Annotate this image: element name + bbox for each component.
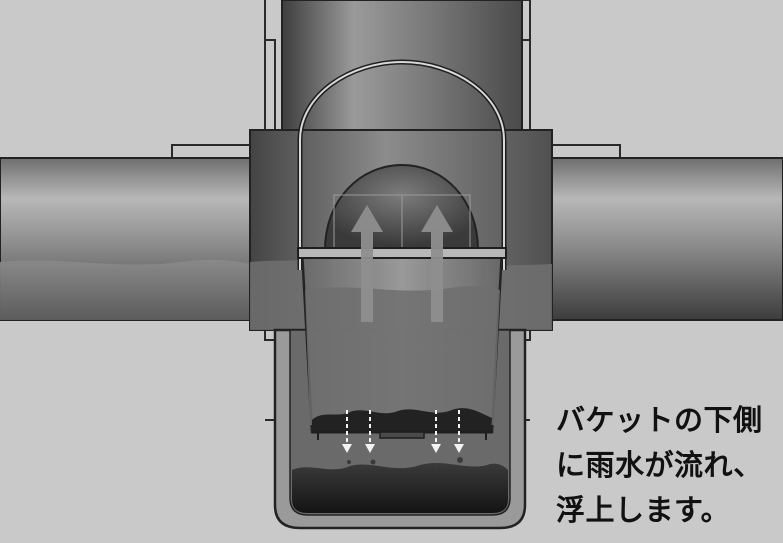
bucket-rim — [297, 247, 507, 259]
arrow-up-icon — [421, 205, 453, 322]
left-pipe-water — [0, 259, 258, 320]
dashed-arrow-down-icon — [431, 410, 441, 453]
bucket-debris — [312, 408, 492, 432]
top-inlet-pipe — [281, 0, 523, 131]
sump-debris — [292, 462, 508, 513]
arrow-up-icon — [351, 205, 383, 322]
right-pipe — [547, 157, 783, 321]
caption-line-2: に雨水が流れ、 — [556, 448, 763, 482]
caption-line-3: 浮上します。 — [556, 493, 731, 527]
caption: バケットの下側 に雨水が流れ、 浮上します。 — [556, 398, 763, 533]
dashed-arrow-down-icon — [365, 410, 375, 453]
caption-line-1: バケットの下側 — [556, 403, 763, 437]
water-droplets — [347, 457, 463, 469]
dashed-arrow-down-icon — [454, 410, 464, 453]
bucket-water — [305, 286, 500, 425]
dashed-arrow-down-icon — [342, 410, 352, 453]
